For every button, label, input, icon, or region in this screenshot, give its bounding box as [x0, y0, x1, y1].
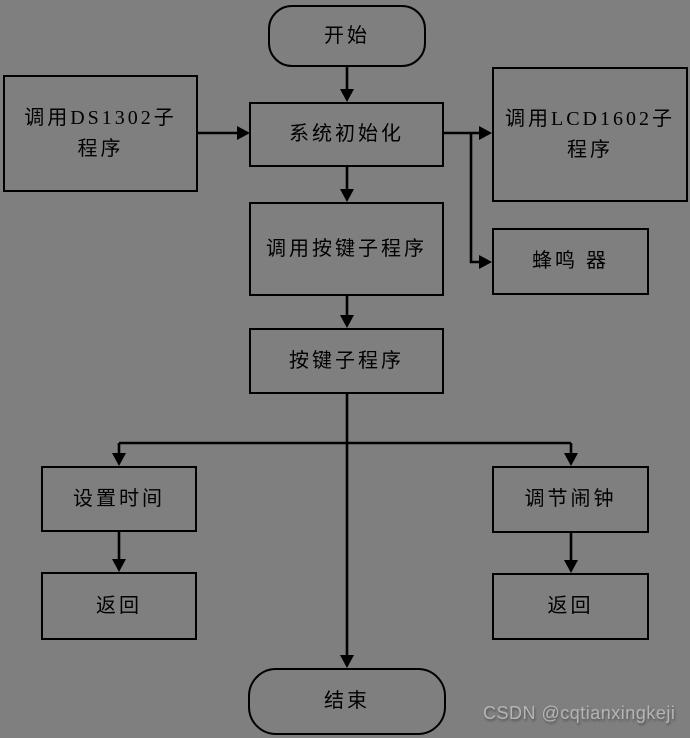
- node-call-lcd1602-label: 调用LCD1602子程序: [505, 107, 675, 161]
- node-return-right: 返回: [492, 573, 649, 640]
- node-call-key-subroutine: 调用按键子程序: [249, 202, 444, 296]
- node-buzzer-label: 蜂鸣 器: [532, 250, 609, 272]
- node-call-lcd1602: 调用LCD1602子程序: [492, 67, 688, 202]
- node-call-ds1302-label: 调用DS1302子程序: [24, 106, 177, 160]
- connector-sysinit-buzzer: [469, 133, 492, 269]
- connector-sysinit-callkey: [340, 167, 354, 202]
- node-return-left: 返回: [41, 572, 197, 640]
- node-call-key-subroutine-label: 调用按键子程序: [266, 237, 427, 260]
- node-adjust-alarm: 调节闹钟: [492, 466, 649, 533]
- node-key-subroutine: 按键子程序: [249, 328, 444, 394]
- node-buzzer: 蜂鸣 器: [492, 228, 649, 295]
- node-start: 开始: [268, 5, 426, 67]
- node-end-label: 结束: [324, 690, 370, 712]
- node-key-subroutine-label: 按键子程序: [289, 349, 404, 372]
- connector-alarm-return: [564, 533, 578, 573]
- connector-ds1302-sysinit: [198, 126, 250, 140]
- node-set-time: 设置时间: [41, 466, 197, 532]
- node-end: 结束: [248, 668, 446, 735]
- watermark-text: CSDN @cqtianxingkeji: [483, 703, 676, 723]
- connector-start-sysinit: [340, 67, 354, 102]
- connector-settime-return: [112, 532, 126, 572]
- node-start-label: 开始: [324, 24, 370, 47]
- connector-branch-alarm: [564, 443, 578, 466]
- connector-keysub-end: [340, 394, 354, 668]
- node-adjust-alarm-label: 调节闹钟: [524, 488, 617, 510]
- node-set-time-label: 设置时间: [73, 487, 165, 510]
- node-return-right-label: 返回: [547, 595, 594, 617]
- node-call-ds1302: 调用DS1302子程序: [3, 75, 198, 192]
- node-system-init: 系统初始化: [249, 102, 444, 167]
- connector-sysinit-lcd1602: [444, 126, 492, 140]
- connector-callkey-keysub: [340, 296, 354, 328]
- node-system-init-label: 系统初始化: [289, 123, 404, 145]
- connector-branch-settime: [112, 443, 126, 466]
- node-return-left-label: 返回: [96, 594, 142, 617]
